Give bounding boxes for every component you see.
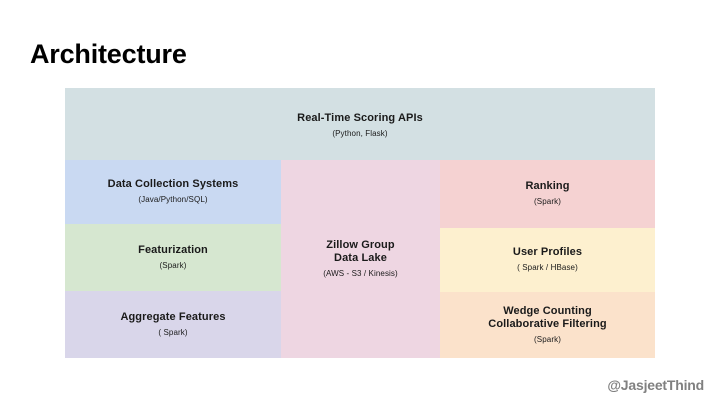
block-zillow-group-data-lake: Zillow Group Data Lake (AWS - S3 / Kines… [281,160,440,358]
block-subtitle: (Python, Flask) [332,128,388,138]
block-title: Data Collection Systems [107,178,239,191]
architecture-diagram: Real-Time Scoring APIs (Python, Flask) D… [65,88,655,358]
block-title: User Profiles [512,246,583,259]
block-subtitle: (Spark) [534,335,561,345]
block-subtitle: (Spark) [159,260,187,270]
block-title: Ranking [525,180,570,193]
block-ranking: Ranking (Spark) [440,160,655,228]
block-real-time-scoring-apis: Real-Time Scoring APIs (Python, Flask) [65,88,655,160]
block-title: Featurization [138,243,208,256]
block-subtitle: ( Spark) [158,327,188,337]
block-subtitle: ( Spark / HBase) [517,263,578,273]
block-data-collection-systems: Data Collection Systems (Java/Python/SQL… [65,160,281,224]
block-title: Wedge Counting Collaborative Filtering [488,304,607,331]
block-title: Real-Time Scoring APIs [297,112,423,124]
page-title: Architecture [30,39,187,69]
block-aggregate-features: Aggregate Features ( Spark) [65,291,281,358]
block-subtitle: (Java/Python/SQL) [138,195,208,205]
block-title: Aggregate Features [120,310,226,323]
block-wedge-counting-collaborative-filtering: Wedge Counting Collaborative Filtering (… [440,292,655,358]
block-featurization: Featurization (Spark) [65,224,281,291]
block-title: Zillow Group Data Lake [326,238,395,265]
block-subtitle: (AWS - S3 / Kinesis) [323,269,398,279]
author-watermark: @JasjeetThind [607,377,704,393]
block-subtitle: (Spark) [534,197,561,207]
block-user-profiles: User Profiles ( Spark / HBase) [440,228,655,292]
